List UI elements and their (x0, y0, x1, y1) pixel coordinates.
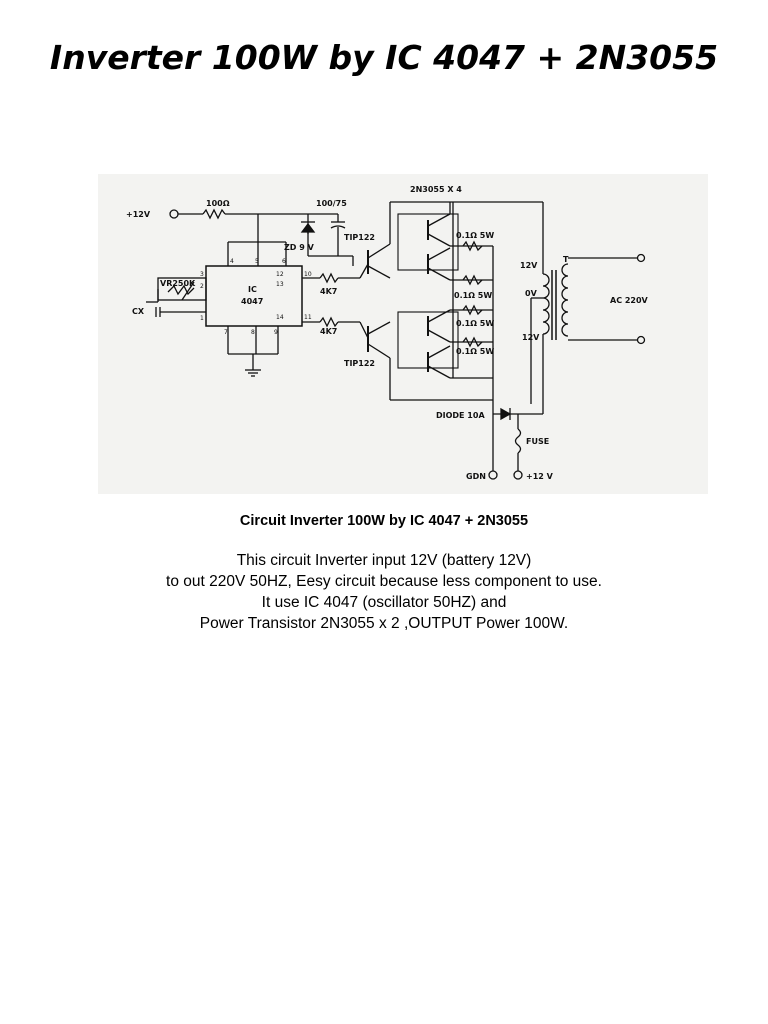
resistor-4k7-a-symbol (319, 272, 339, 284)
label-ac-out: AC 220V (610, 296, 649, 305)
description-line: It use IC 4047 (oscillator 50HZ) and (261, 594, 507, 611)
pin-label: 9 (274, 329, 278, 336)
label-v12-bottom: 12V (522, 333, 540, 342)
label-fuse: FUSE (526, 437, 549, 446)
label-plus12-bottom: +12 V (526, 472, 554, 481)
label-v12-top: 12V (520, 261, 538, 270)
label-zener: ZD 9 V (284, 243, 315, 252)
resistor-4k7-b-symbol (319, 316, 339, 328)
label-r3: 0.1Ω 5W (456, 319, 494, 328)
pin-label: 2 (200, 283, 204, 290)
label-cx: CX (132, 307, 145, 316)
label-cap: 100/75 (316, 199, 347, 208)
pin-label: 10 (304, 271, 312, 278)
ic-4047-body (205, 265, 303, 327)
description-line: Power Transistor 2N3055 x 2 ,OUTPUT Powe… (199, 615, 569, 632)
label-power-transistors: 2N3055 X 4 (410, 185, 462, 194)
description-paragraph: This circuit Inverter input 12V (battery… (0, 550, 768, 634)
zener-symbol (300, 222, 316, 233)
label-4k7-b: 4K7 (320, 327, 337, 336)
input-terminal (169, 209, 179, 219)
pin-label: 3 (200, 271, 204, 278)
label-diode: DIODE 10A (436, 411, 485, 420)
label-v0: 0V (525, 289, 538, 298)
label-resistor-100: 100Ω (206, 199, 230, 208)
pin-label: 12 (276, 271, 284, 278)
description-line: This circuit Inverter input 12V (battery… (236, 552, 532, 569)
pin-label: 1 (200, 315, 204, 322)
label-r2: 0.1Ω 5W (454, 291, 492, 300)
pin-label: 8 (251, 329, 255, 336)
label-4k7-a: 4K7 (320, 287, 337, 296)
transformer-secondary (561, 263, 569, 337)
label-tip-top: TIP122 (344, 233, 375, 242)
pin-label: 6 (282, 258, 286, 265)
resistor-100-symbol (202, 208, 226, 220)
pin-label: 11 (304, 314, 312, 321)
label-transformer: T (563, 255, 569, 264)
label-r1: 0.1Ω 5W (456, 231, 494, 240)
transformer-primary (542, 273, 550, 335)
label-r4: 0.1Ω 5W (456, 347, 494, 356)
pin-label: 13 (276, 281, 284, 288)
label-vr: VR250K (160, 279, 196, 288)
inverter-circuit-schematic: +12V 100Ω 100/75 ZD 9 V TIP122 TIP122 2N… (98, 174, 708, 494)
label-input-v: +12V (126, 210, 151, 219)
schematic-drawing: +12V 100Ω 100/75 ZD 9 V TIP122 TIP122 2N… (126, 185, 649, 481)
label-gnd: GDN (466, 472, 486, 481)
page-title: Inverter 100W by IC 4047 + 2N3055 (49, 38, 719, 77)
label-tip-bottom: TIP122 (344, 359, 375, 368)
description-line: to out 220V 50HZ, Eesy circuit because l… (166, 573, 602, 590)
pin-label: 14 (276, 314, 284, 321)
pin-label: 5 (255, 258, 259, 265)
diode-symbol (500, 407, 512, 421)
label-ic-part: 4047 (241, 297, 263, 306)
pin-label: 7 (224, 329, 228, 336)
label-ic-name: IC (248, 285, 257, 294)
fuse-symbol (514, 428, 522, 454)
pin-label: 4 (230, 258, 234, 265)
figure-caption: Circuit Inverter 100W by IC 4047 + 2N305… (239, 513, 529, 529)
